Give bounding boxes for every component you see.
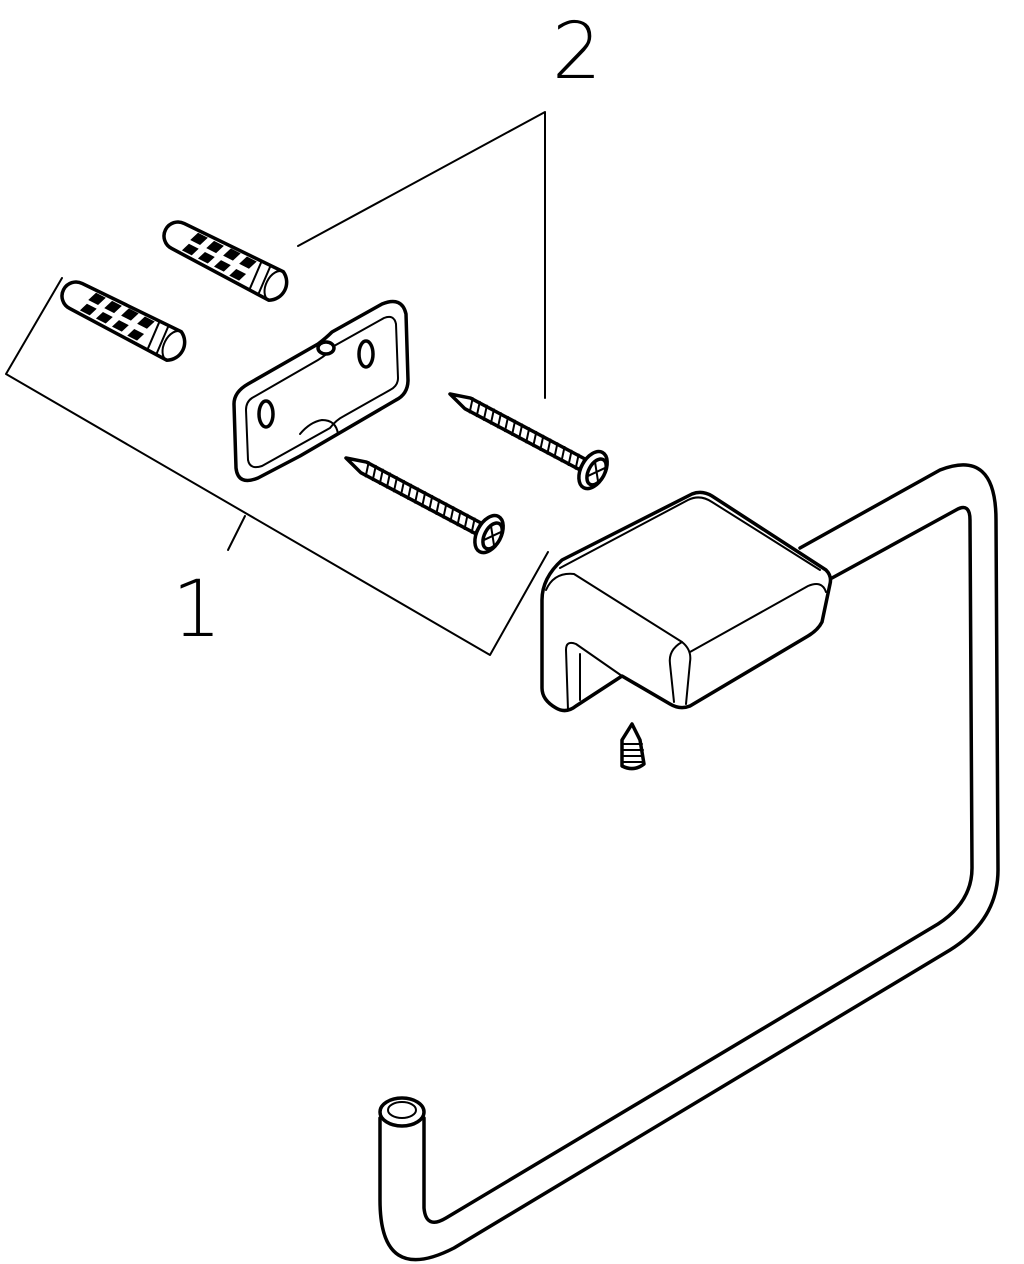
callout-1-bracket: [5, 277, 549, 656]
holder-arm: [378, 463, 1000, 1262]
wall-plug-upper: [156, 213, 294, 307]
wall-plug-lower: [54, 273, 192, 367]
callout-2-bracket: [297, 111, 546, 399]
callout-label-2: 2: [552, 7, 602, 97]
screw-lower: [334, 438, 511, 560]
set-screw: [620, 722, 646, 771]
holder-housing: [540, 490, 833, 713]
mounting-plate: [232, 299, 410, 483]
screw-upper: [438, 374, 615, 496]
callout-label-1: 1: [172, 565, 222, 655]
